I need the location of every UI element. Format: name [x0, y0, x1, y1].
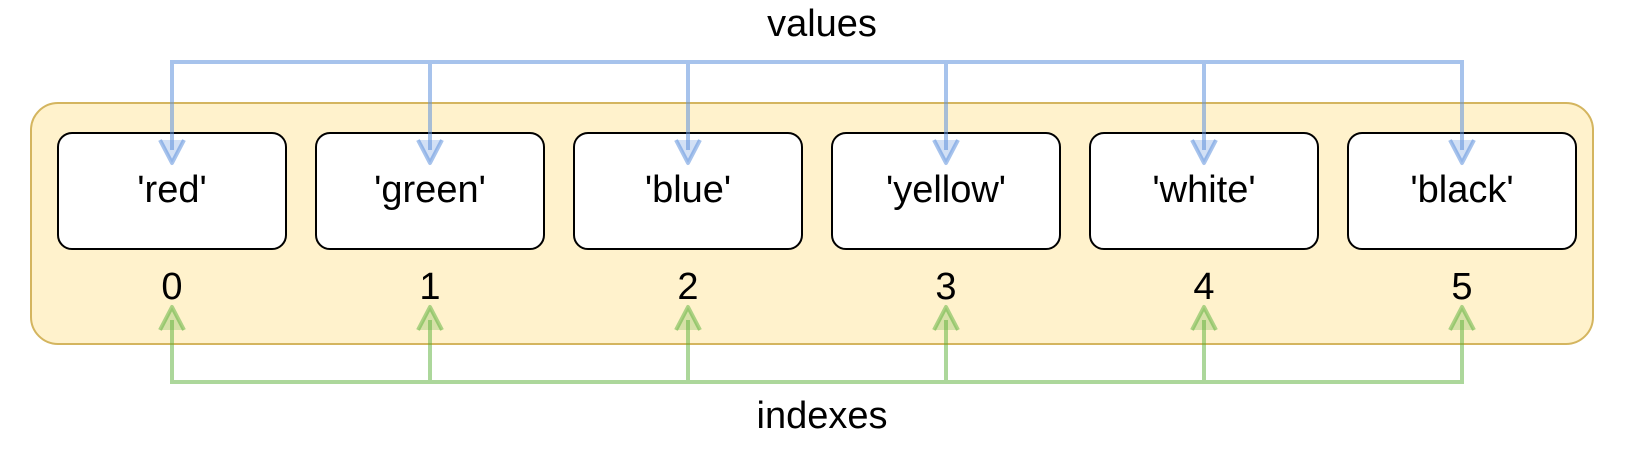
index-label-4: 4: [1193, 266, 1215, 308]
list-cell-2: 'blue': [573, 132, 803, 250]
list-cell-4: 'white': [1089, 132, 1319, 250]
list-cell-1: 'green': [315, 132, 545, 250]
values-label: values: [767, 3, 877, 45]
index-label-5: 5: [1451, 266, 1473, 308]
index-label-2: 2: [677, 266, 699, 308]
index-label-1: 1: [419, 266, 441, 308]
list-cell-0: 'red': [57, 132, 287, 250]
index-label-3: 3: [935, 266, 957, 308]
list-cell-5: 'black': [1347, 132, 1577, 250]
list-cell-3: 'yellow': [831, 132, 1061, 250]
index-label-0: 0: [161, 266, 183, 308]
indexes-label: indexes: [756, 395, 888, 437]
